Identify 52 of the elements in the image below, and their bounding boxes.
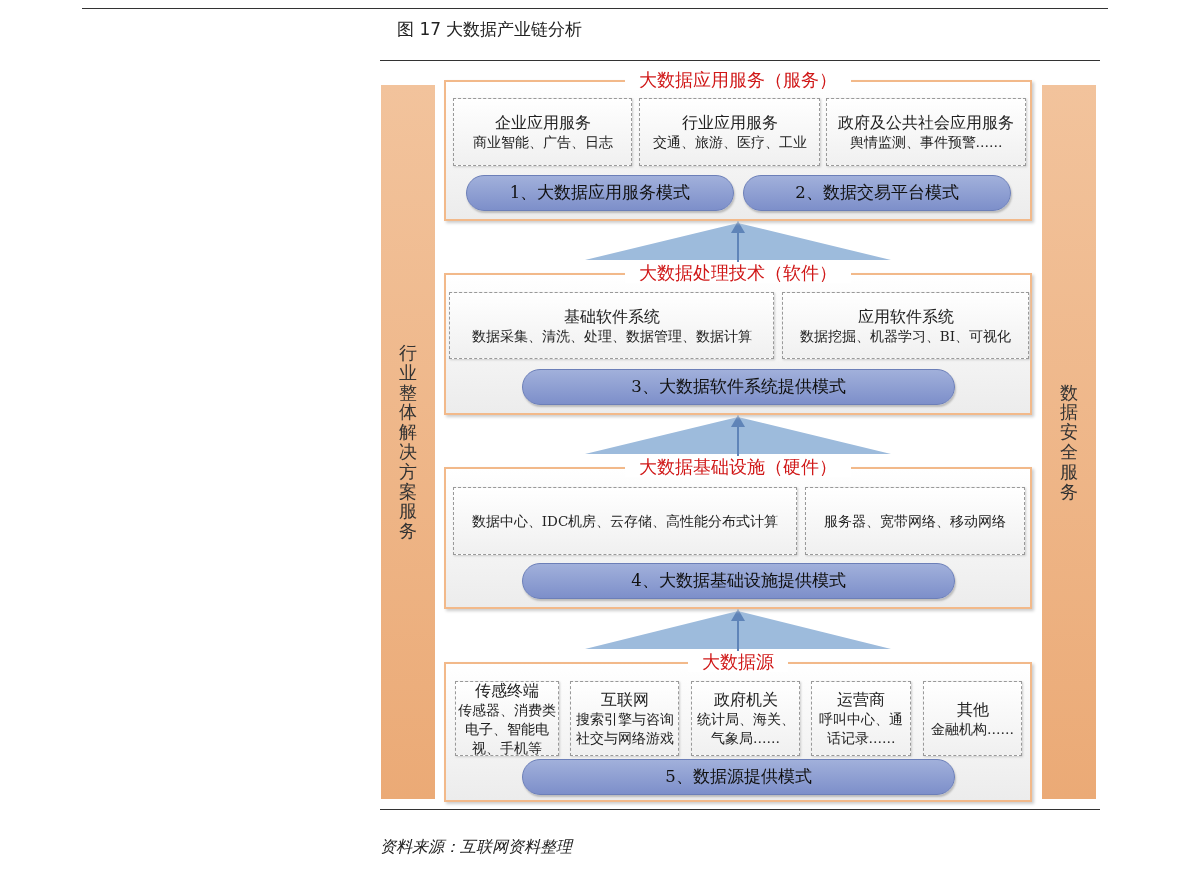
box-text: 数据中心、IDC机房、云存储、高性能分布式计算	[471, 511, 779, 531]
box-heading: 企业应用服务	[494, 112, 591, 133]
box-text: 搜索引擎与咨询社交与网络游戏	[574, 710, 675, 748]
mode-pill: 4、大数据基础设施提供模式	[522, 563, 955, 599]
box-heading: 其他	[956, 698, 989, 720]
box-text: 服务器、宽带网络、移动网络	[824, 511, 1006, 531]
layer-heading: 大数据处理技术（软件）	[625, 262, 851, 283]
category-box	[453, 98, 632, 166]
figure-title: 图 17 大数据产业链分析	[397, 18, 583, 41]
side-service-band	[381, 85, 435, 799]
box-text: 数据挖掘、机器学习、BI、可视化	[799, 326, 1012, 346]
category-box	[639, 98, 820, 166]
box-heading: 应用软件系统	[857, 305, 954, 327]
category-box	[826, 98, 1026, 166]
category-box	[691, 681, 800, 756]
category-box	[782, 292, 1029, 359]
up-arrow	[731, 220, 745, 264]
mode-pill: 2、数据交易平台模式	[743, 175, 1011, 211]
box-heading: 政府机关	[713, 689, 778, 710]
mode-pill: 1、大数据应用服务模式	[466, 175, 734, 211]
category-box	[811, 681, 911, 756]
side-service-band	[1042, 85, 1096, 799]
box-heading: 政府及公共社会应用服务	[838, 112, 1014, 133]
category-box	[570, 681, 679, 756]
box-text: 数据采集、清洗、处理、数据管理、数据计算	[471, 326, 752, 346]
box-text: 统计局、海关、气象局……	[695, 710, 796, 748]
box-text: 传感器、消费类电子、智能电视、手机等	[458, 700, 556, 758]
category-box	[805, 487, 1025, 555]
box-text: 呼叫中心、通话记录……	[818, 710, 904, 748]
layer-heading: 大数据应用服务（服务）	[625, 69, 851, 90]
box-text: 商业智能、广告、日志	[472, 133, 613, 152]
box-text: 金融机构……	[931, 719, 1014, 739]
box-heading: 传感终端	[475, 679, 539, 701]
category-box	[455, 681, 559, 756]
box-text: 交通、旅游、医疗、工业	[652, 133, 807, 152]
band-label: 行业整体解决方案服务	[399, 343, 417, 541]
category-box	[449, 292, 774, 359]
band-label: 数据安全服务	[1060, 382, 1078, 502]
mode-pill: 3、大数据软件系统提供模式	[522, 369, 955, 405]
category-box	[923, 681, 1022, 756]
box-heading: 运营商	[837, 689, 885, 710]
box-text: 舆情监测、事件预警……	[849, 133, 1003, 152]
source-caption: 资料来源：互联网资料整理	[380, 837, 572, 858]
box-heading: 基础软件系统	[563, 305, 660, 327]
mode-pill: 5、数据源提供模式	[522, 759, 955, 795]
box-heading: 行业应用服务	[681, 112, 778, 133]
layer-heading: 大数据源	[688, 651, 788, 672]
up-arrow	[731, 414, 745, 458]
category-box	[453, 487, 797, 555]
layer-heading: 大数据基础设施（硬件）	[625, 456, 851, 477]
up-arrow	[731, 608, 745, 653]
box-heading: 互联网	[600, 689, 649, 710]
